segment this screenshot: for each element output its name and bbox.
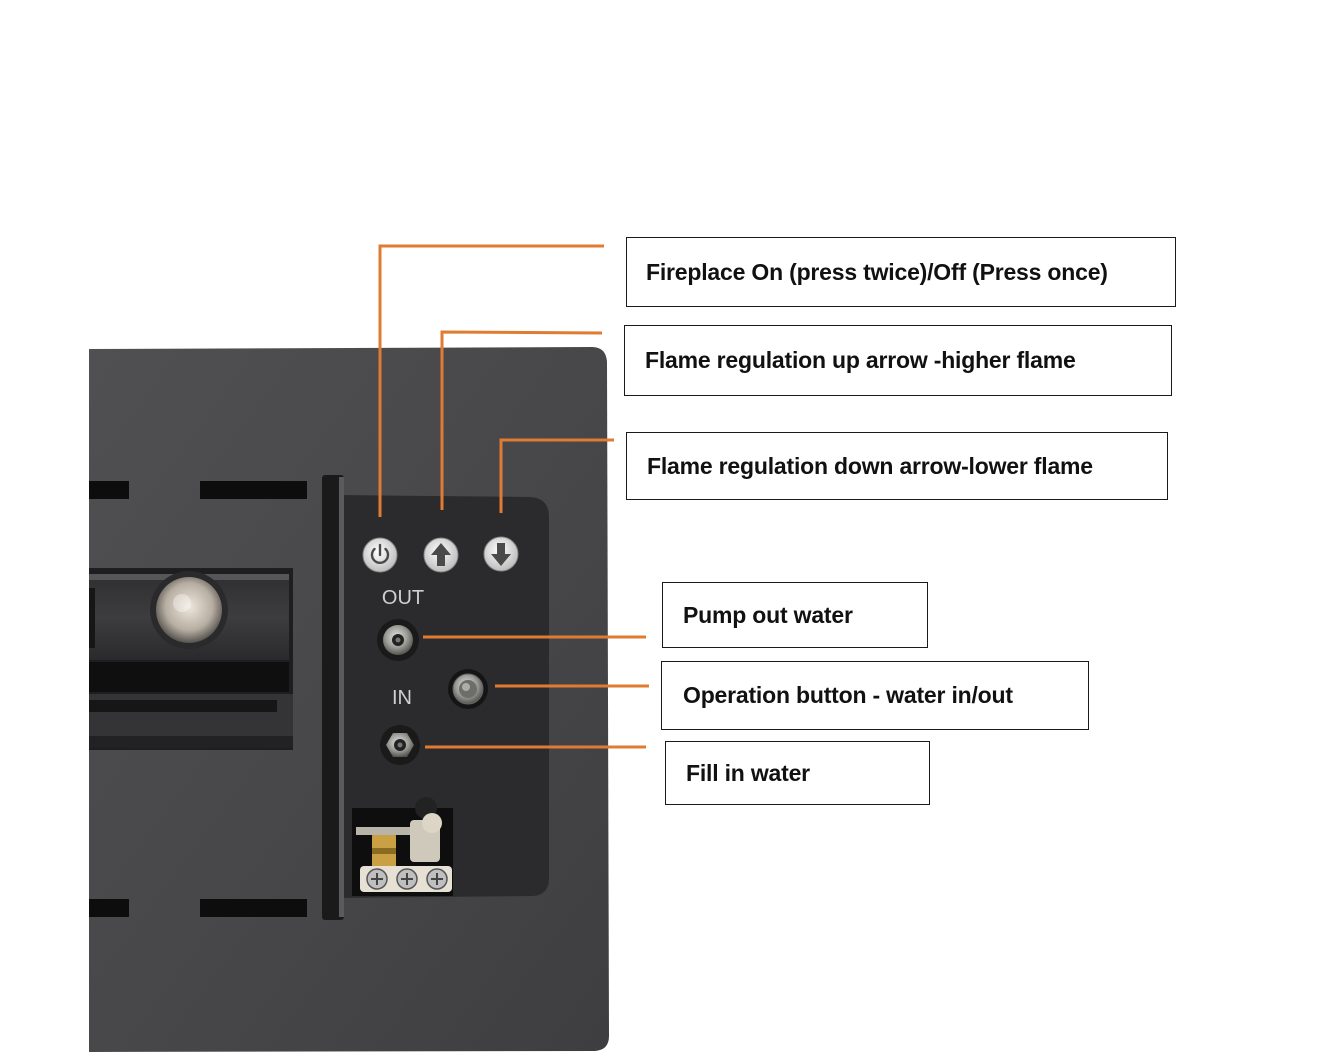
mechanism-cylinder-band bbox=[372, 848, 396, 854]
arrow-down-icon bbox=[491, 543, 511, 566]
control-panel bbox=[338, 495, 549, 898]
pump-out-valve[interactable] bbox=[377, 619, 419, 661]
leader-line-power bbox=[378, 244, 604, 517]
callout-power-text: Fireplace On (press twice)/Off (Press on… bbox=[646, 258, 1108, 285]
callout-flame-down-text: Flame regulation down arrow-lower flame bbox=[647, 452, 1093, 479]
burner-channel bbox=[89, 662, 289, 692]
vent-slot bbox=[89, 899, 129, 917]
burner-tray-slot bbox=[89, 700, 277, 712]
panel-hinge-edge bbox=[339, 477, 344, 917]
callout-fill-in-text: Fill in water bbox=[686, 759, 810, 786]
arrow-up-icon bbox=[431, 543, 451, 566]
callout-fill-in: Fill in water bbox=[665, 741, 930, 805]
operation-button[interactable] bbox=[448, 669, 488, 709]
flame-up-button[interactable] bbox=[423, 537, 459, 573]
power-button[interactable] bbox=[362, 537, 398, 573]
flame-down-button[interactable] bbox=[483, 536, 519, 572]
leader-line-flame-up bbox=[440, 330, 603, 510]
callout-flame-down: Flame regulation down arrow-lower flame bbox=[626, 432, 1168, 500]
callout-pump-out-text: Pump out water bbox=[683, 601, 853, 628]
callout-flame-up-text: Flame regulation up arrow -higher flame bbox=[645, 347, 1076, 373]
out-label: OUT bbox=[382, 587, 424, 609]
leader-line-flame-down bbox=[499, 438, 614, 513]
led-lens-highlight bbox=[173, 594, 191, 612]
callout-operation-button: Operation button - water in/out bbox=[661, 661, 1089, 730]
vent-slot bbox=[200, 899, 307, 917]
callout-flame-up: Flame regulation up arrow -higher flame bbox=[624, 325, 1172, 396]
in-label: IN bbox=[392, 687, 412, 709]
mechanism-bracket bbox=[356, 827, 436, 835]
callout-power: Fireplace On (press twice)/Off (Press on… bbox=[626, 237, 1176, 307]
callout-pump-out: Pump out water bbox=[662, 582, 928, 648]
callout-operation-button-text: Operation button - water in/out bbox=[683, 682, 1013, 708]
fill-in-valve[interactable] bbox=[380, 725, 420, 765]
led-lens bbox=[156, 577, 222, 643]
vent-slot bbox=[89, 481, 129, 499]
burner-tray-bottom bbox=[89, 736, 293, 748]
vent-slot bbox=[200, 481, 307, 499]
panel-hinge bbox=[322, 475, 344, 920]
power-icon bbox=[370, 543, 390, 564]
mechanism-knob bbox=[422, 813, 442, 833]
burner-edge-left bbox=[89, 588, 95, 648]
